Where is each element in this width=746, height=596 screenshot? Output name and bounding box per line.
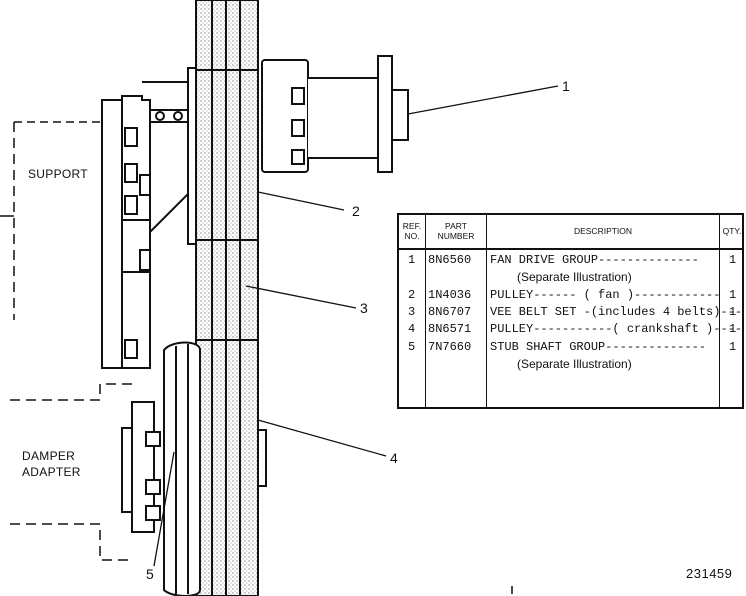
header-part-number: PART NUMBER (437, 221, 475, 241)
table-header: REF. NO. PART NUMBER DESCRIPTION QTY. (399, 215, 742, 250)
crankshaft-pulley (196, 339, 267, 596)
table-row: 3 8N6707 VEE BELT SET -(includes 4 belts… (408, 305, 743, 319)
damper-outline (10, 383, 132, 561)
support-outline (0, 121, 100, 320)
callout-5: 5 (146, 566, 154, 582)
callout-3: 3 (360, 300, 368, 316)
fan-pulley (187, 67, 258, 245)
table-row: 5 7N7660 STUB SHAFT GROUP-------------- … (408, 340, 737, 354)
fan-drive-group (261, 55, 409, 173)
support-label: SUPPORT (28, 167, 88, 181)
leader-3 (245, 285, 357, 309)
header-qty: QTY. (722, 226, 742, 236)
support-bracket (101, 81, 193, 369)
stub-shaft-group (121, 341, 201, 596)
callout-4: 4 (390, 450, 398, 466)
callout-2: 2 (352, 203, 360, 219)
table-row: (Separate Illustration) (517, 270, 632, 284)
header-ref: REF. NO. (402, 221, 422, 241)
leader-2 (257, 191, 345, 211)
col-divider-ref (425, 215, 426, 407)
parts-table: REF. NO. PART NUMBER DESCRIPTION QTY. 1 … (397, 213, 744, 409)
col-divider-part (486, 215, 487, 407)
adapter-label: ADAPTER (22, 465, 81, 479)
leader-1 (407, 85, 559, 115)
callout-1: 1 (562, 78, 570, 94)
col-divider-qty (719, 215, 720, 407)
figure-number: 231459 (686, 566, 733, 581)
header-description: DESCRIPTION (573, 226, 633, 236)
leader-5 (153, 451, 175, 567)
damper-label: DAMPER (22, 449, 76, 463)
table-row: 4 8N6571 PULLEY-----------( crankshaft )… (408, 322, 743, 336)
leader-lines (153, 85, 559, 567)
table-row: 1 8N6560 FAN DRIVE GROUP-------------- 1 (408, 253, 737, 267)
table-row: (Separate Illustration) (517, 357, 632, 371)
leader-4 (257, 419, 387, 457)
vee-belt-set (195, 0, 259, 596)
table-row: 2 1N4036 PULLEY------ ( fan )-----------… (408, 288, 737, 302)
